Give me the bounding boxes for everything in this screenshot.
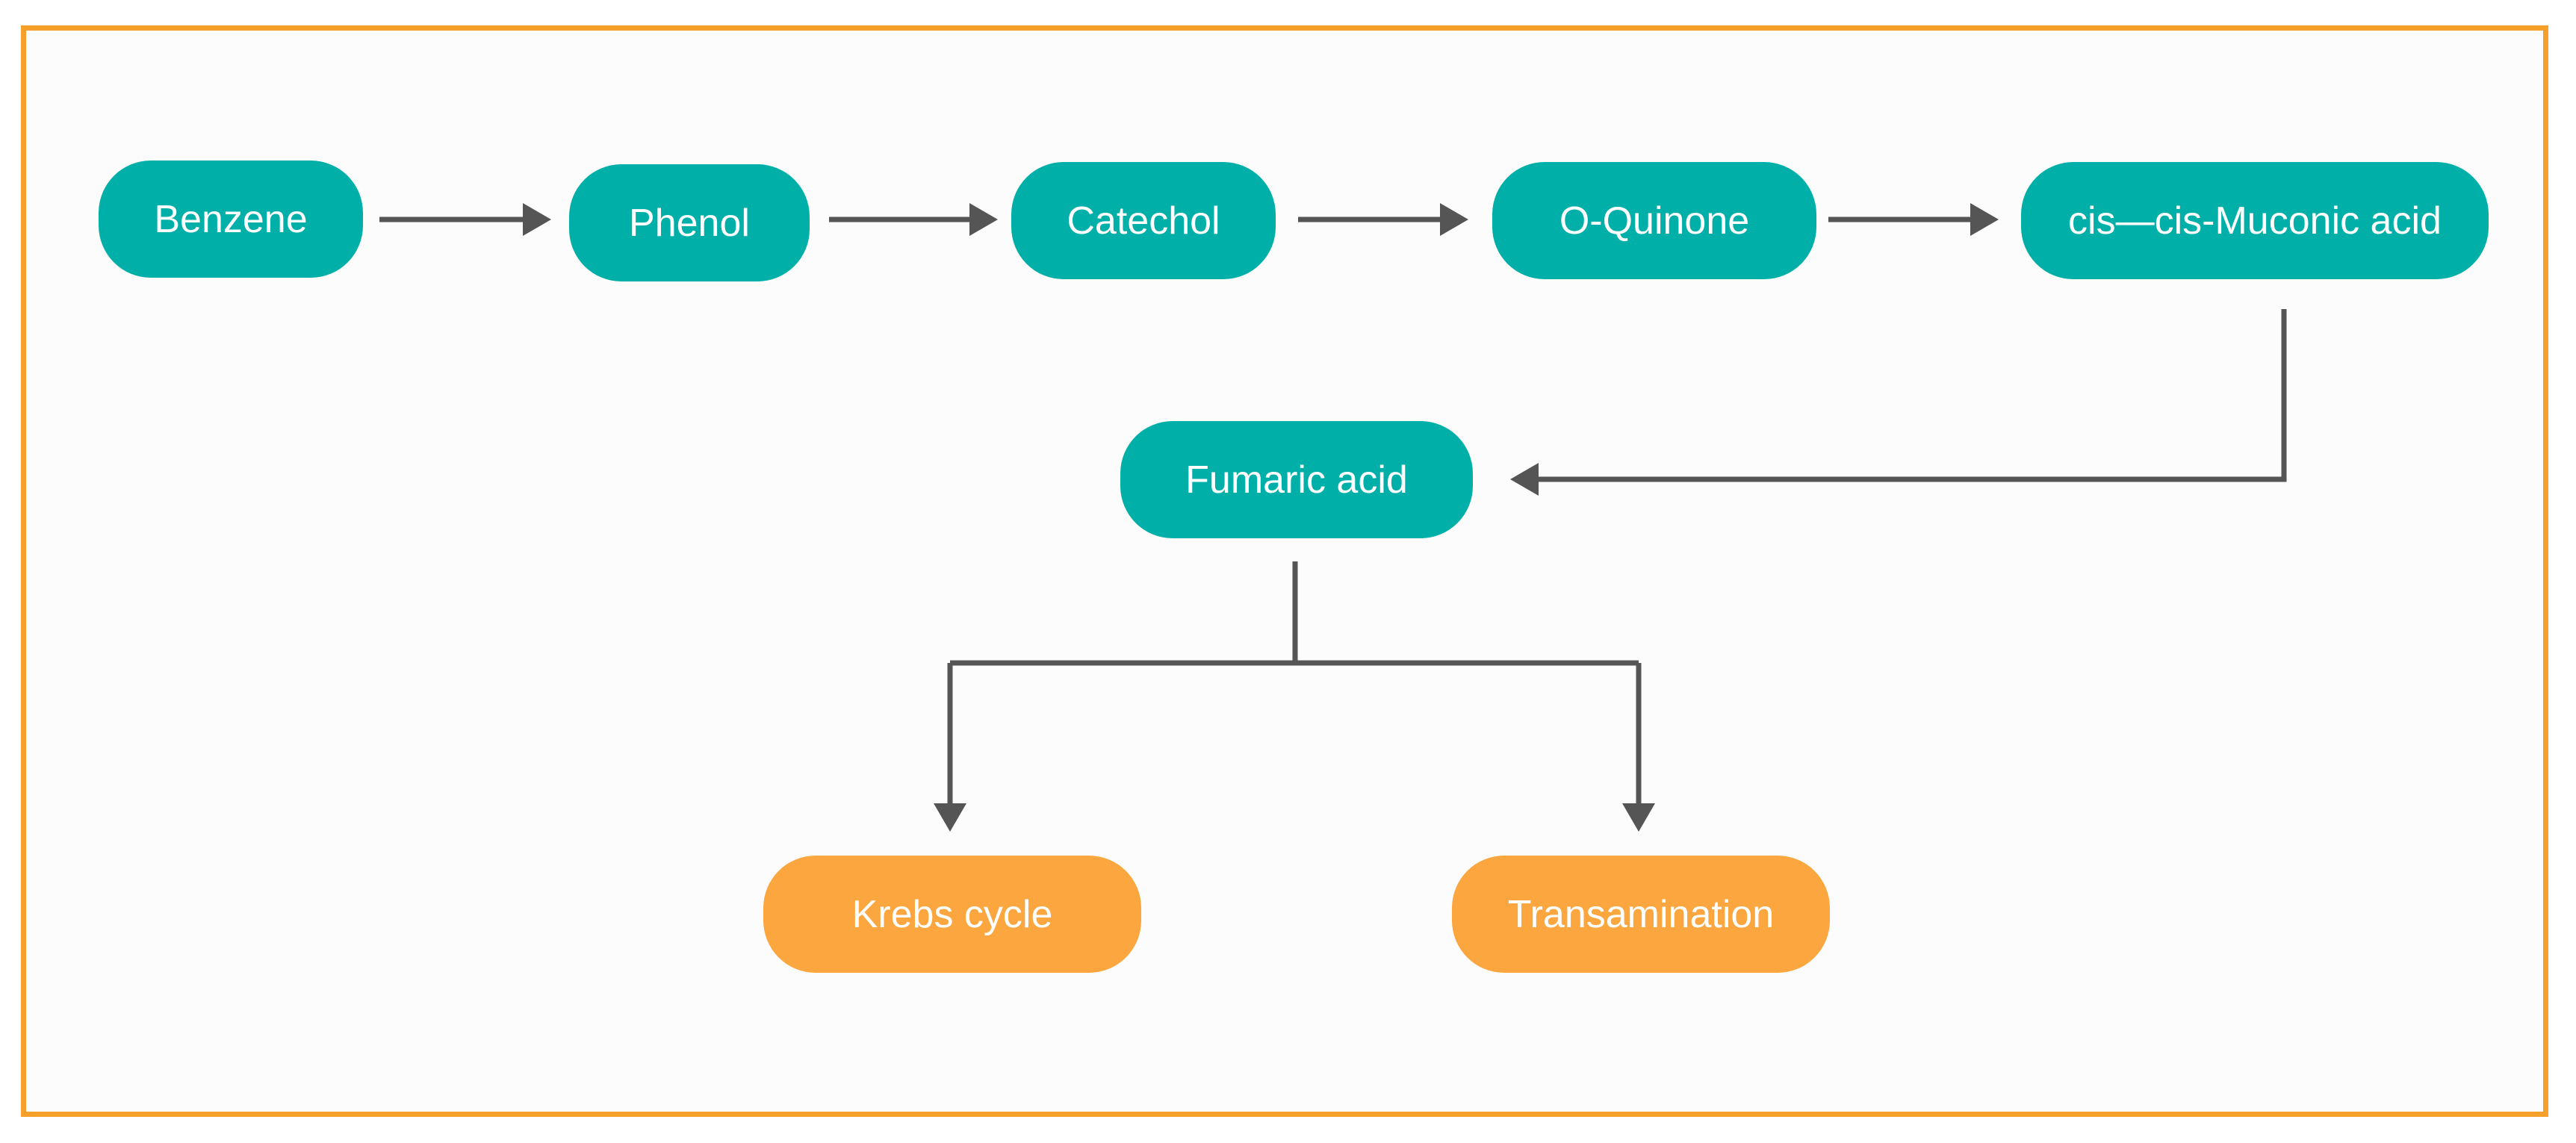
edge-oquinone-muconic xyxy=(1828,203,1999,236)
edge-fumaric-transamination xyxy=(1622,663,1655,832)
node-benzene: Benzene xyxy=(99,161,363,278)
node-o-quinone: O-Quinone xyxy=(1492,162,1816,279)
node-muconic-acid-label: cis—cis-Muconic acid xyxy=(2068,199,2442,243)
edge-benzene-phenol xyxy=(379,203,551,236)
edge-catechol-oquinone xyxy=(1298,203,1468,236)
node-muconic-acid: cis—cis-Muconic acid xyxy=(2021,162,2489,279)
node-transamination-label: Transamination xyxy=(1507,892,1775,936)
node-krebs-cycle: Krebs cycle xyxy=(763,856,1141,973)
edge-muconic-fumaric xyxy=(1510,309,2287,496)
node-phenol-label: Phenol xyxy=(629,201,750,245)
edge-phenol-catechol xyxy=(829,203,998,236)
node-transamination: Transamination xyxy=(1452,856,1830,973)
node-o-quinone-label: O-Quinone xyxy=(1559,199,1750,243)
node-phenol: Phenol xyxy=(569,164,810,281)
node-catechol: Catechol xyxy=(1011,162,1276,279)
node-fumaric-acid: Fumaric acid xyxy=(1120,421,1473,538)
edge-fumaric-branch xyxy=(950,561,1639,666)
edge-fumaric-krebs xyxy=(934,663,966,832)
node-krebs-cycle-label: Krebs cycle xyxy=(851,892,1053,936)
node-catechol-label: Catechol xyxy=(1067,199,1220,243)
node-benzene-label: Benzene xyxy=(154,197,308,241)
node-fumaric-acid-label: Fumaric acid xyxy=(1185,458,1408,502)
